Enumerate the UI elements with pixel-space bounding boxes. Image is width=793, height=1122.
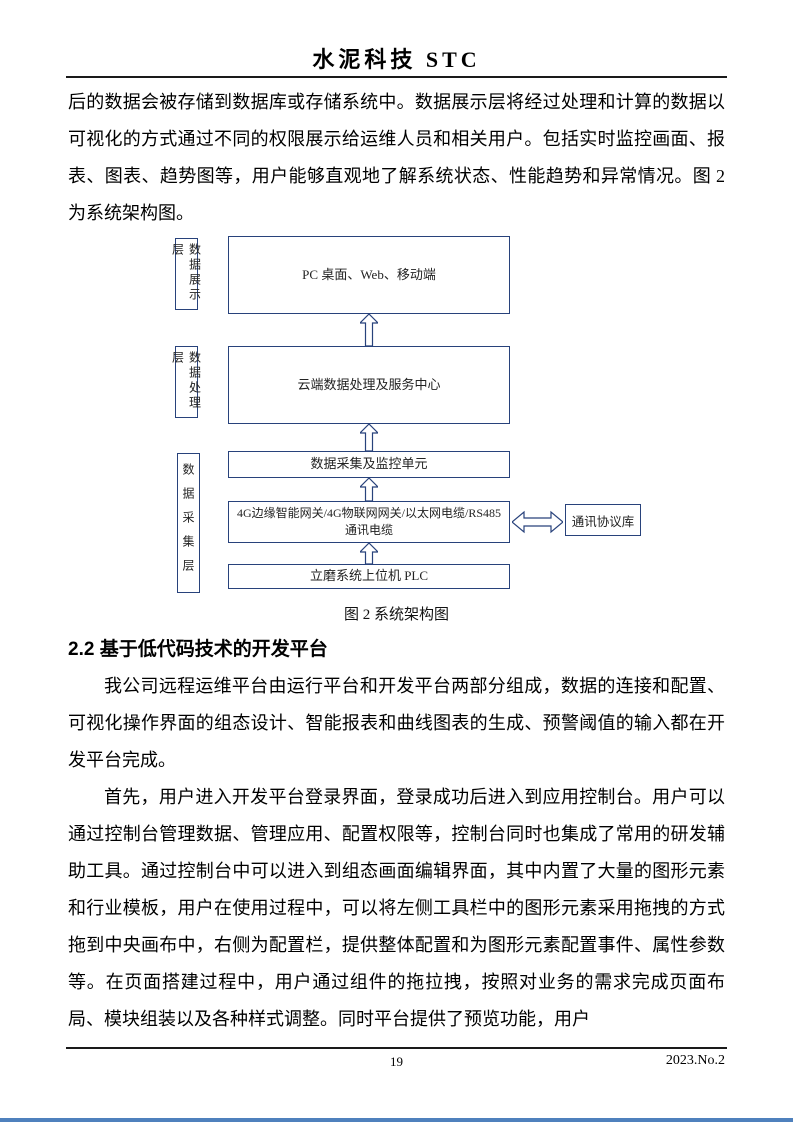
journal-title: 水泥科技 STC <box>312 47 481 72</box>
layer-label-processing: 数据处理层 <box>171 346 202 418</box>
protocol-library-box: 通讯协议库 <box>565 504 641 536</box>
paragraph-intro: 后的数据会被存储到数据库或存储系统中。数据展示层将经过处理和计算的数据以可视化的… <box>68 92 725 223</box>
diagram-box-cloud: 云端数据处理及服务中心 <box>228 346 510 424</box>
up-arrow-icon <box>358 542 380 565</box>
up-arrow-icon <box>358 477 380 502</box>
diagram-box-plc: 立磨系统上位机 PLC <box>228 564 510 589</box>
bottom-edge-line <box>0 1118 793 1122</box>
up-arrow-icon <box>358 313 380 347</box>
figure-caption: 图 2 系统架构图 <box>343 607 449 623</box>
diagram-box-gateway: 4G边缘智能网关/4G物联网网关/以太网电缆/RS485通讯电缆 <box>228 501 510 543</box>
article-content: 后的数据会被存储到数据库或存储系统中。数据展示层将经过处理和计算的数据以可视化的… <box>68 84 725 1038</box>
diagram-box-frontend: PC 桌面、Web、移动端 <box>228 236 510 314</box>
up-arrow-icon <box>358 423 380 452</box>
system-architecture-figure: 数据展示层 数据处理层 数据采集层 PC 桌面、Web、移动端 云端数据处理及服… <box>68 232 725 594</box>
header-divider <box>66 76 727 78</box>
double-arrow-icon <box>511 510 564 534</box>
issue-label: 2023.No.2 <box>665 1053 725 1068</box>
layer-label-display: 数据展示层 <box>171 238 202 310</box>
paragraph-platform-usage: 首先，用户进入开发平台登录界面，登录成功后进入到应用控制台。用户可以通过控制台管… <box>68 787 725 1029</box>
page-number: 19 <box>390 1054 403 1069</box>
section-heading: 2.2 基于低代码技术的开发平台 <box>68 639 328 660</box>
footer-divider <box>66 1047 727 1049</box>
layer-label-collection: 数据采集层 <box>177 453 200 593</box>
diagram-box-daq: 数据采集及监控单元 <box>228 451 510 478</box>
paragraph-platform-overview: 我公司远程运维平台由运行平台和开发平台两部分组成，数据的连接和配置、可视化操作界… <box>68 676 725 770</box>
